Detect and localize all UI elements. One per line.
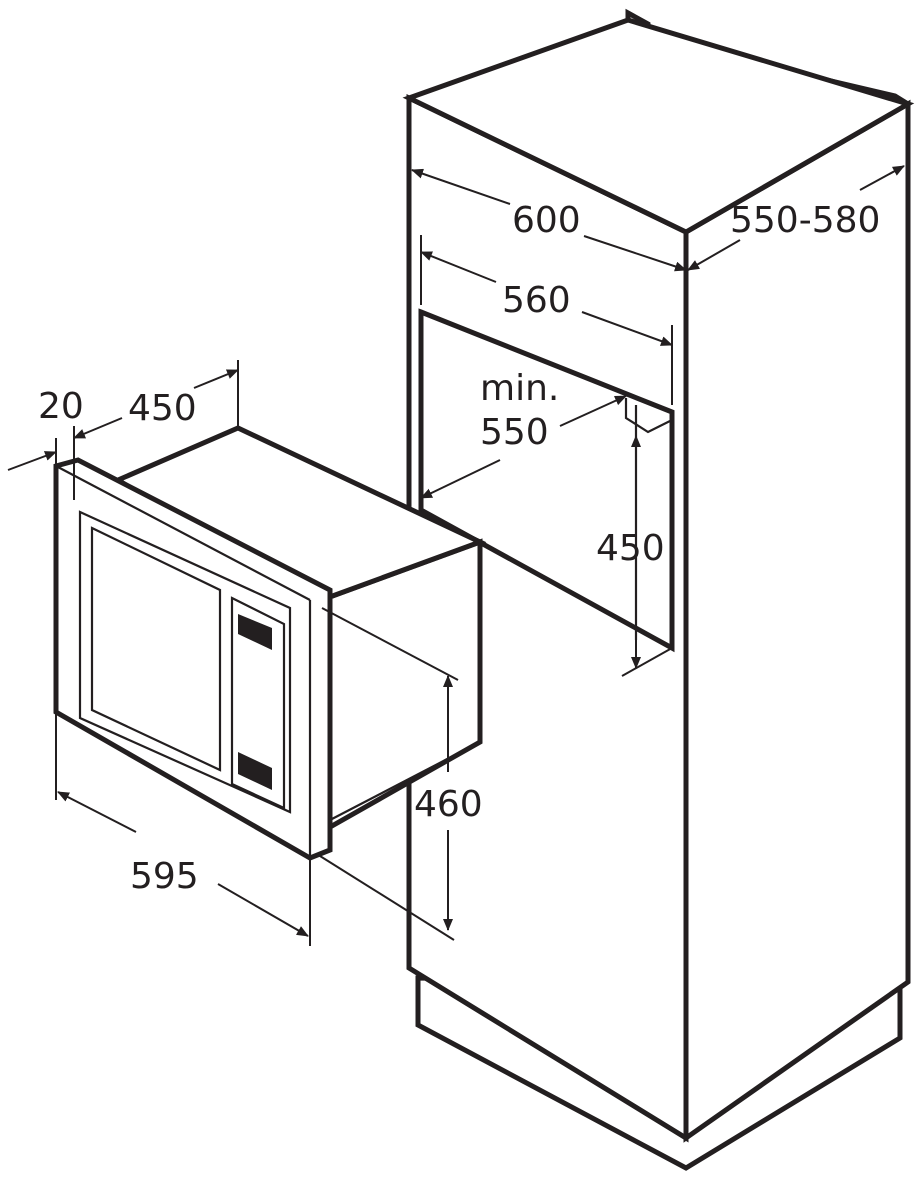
built-in-microwave — [53, 425, 487, 861]
label-front-height-460: 460 — [414, 784, 483, 825]
label-niche-height-450: 450 — [596, 528, 665, 569]
dim-460-ext-bottom — [319, 855, 455, 941]
dim-450-line-a — [73, 417, 123, 439]
dim-560-line-a — [420, 251, 497, 283]
frame-top-edge — [55, 465, 311, 601]
dim-595-line-a — [57, 791, 137, 833]
label-width-600: 600 — [512, 200, 581, 241]
label-depth-550-580: 550-580 — [730, 200, 880, 241]
microwave-control-panel — [230, 596, 286, 810]
dimension-labels: 600 550-580 560 min. 550 450 20 450 595 … — [38, 200, 880, 897]
dim-460-ext-top — [321, 607, 459, 681]
control-display-top — [238, 614, 272, 650]
dimension-lines — [7, 165, 905, 946]
tall-cabinet — [402, 8, 915, 1171]
label-niche-width-560: 560 — [502, 280, 571, 321]
dim-550-line-b — [420, 459, 501, 499]
dim-20-line-a — [7, 451, 57, 471]
control-display-bottom — [238, 752, 272, 790]
dim-595-line-b — [217, 883, 309, 937]
cabinet-side-face — [683, 99, 911, 1143]
label-body-depth-450: 450 — [128, 388, 197, 429]
label-niche-depth-prefix: min. — [480, 368, 559, 409]
dim-550-line-a — [559, 395, 627, 427]
dim-600-line-b — [583, 235, 687, 272]
dim-depth-line-b — [859, 165, 905, 191]
rear-plate-edge — [329, 741, 481, 821]
cabinet-top-face — [402, 17, 915, 235]
dim-niche-450-ext — [621, 647, 673, 677]
dim-600-line-a — [411, 168, 511, 205]
dim-560-line-b — [581, 311, 673, 346]
microwave-window — [90, 526, 222, 772]
microwave-door-outer — [78, 510, 292, 814]
label-front-width-595: 595 — [130, 856, 199, 897]
label-niche-depth-550: 550 — [480, 412, 549, 453]
label-frame-20: 20 — [38, 386, 84, 427]
dim-depth-line-a — [687, 239, 741, 271]
dim-450-line-b — [193, 369, 239, 389]
